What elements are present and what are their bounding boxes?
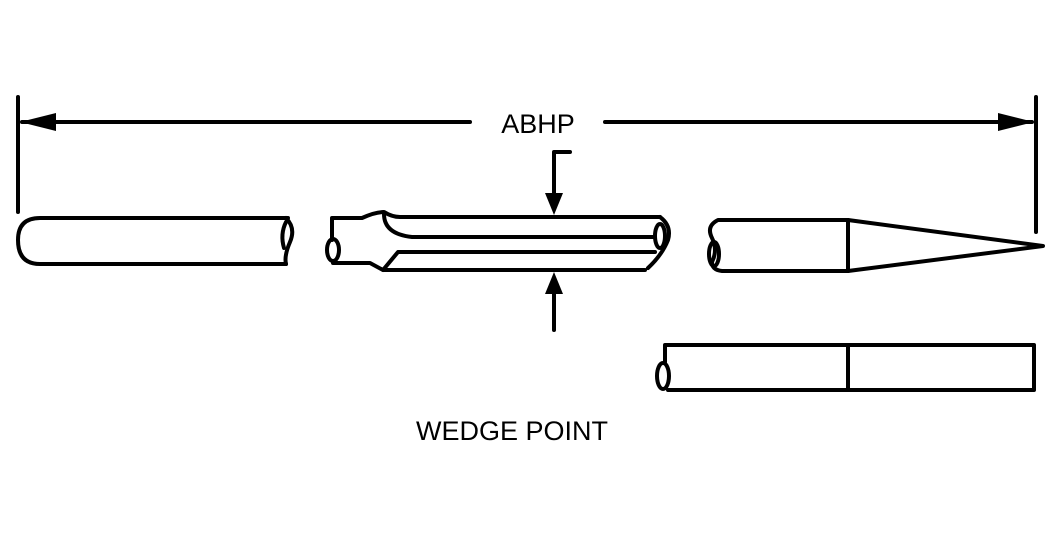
thickness-dimension (545, 150, 572, 332)
wedge-point-section (325, 210, 671, 272)
down-arrowhead-icon (545, 193, 563, 215)
dimension-label: ABHP (501, 109, 575, 139)
up-arrowhead-icon (545, 272, 563, 294)
rod-butt-end (16, 216, 295, 266)
diagram-caption: WEDGE POINT (416, 416, 608, 446)
left-arrowhead-icon (20, 113, 56, 131)
conical-point-view (707, 218, 1045, 273)
overall-length-dimension: ABHP (16, 95, 1038, 234)
side-view-rod (655, 343, 1036, 392)
right-arrowhead-icon (998, 113, 1034, 131)
